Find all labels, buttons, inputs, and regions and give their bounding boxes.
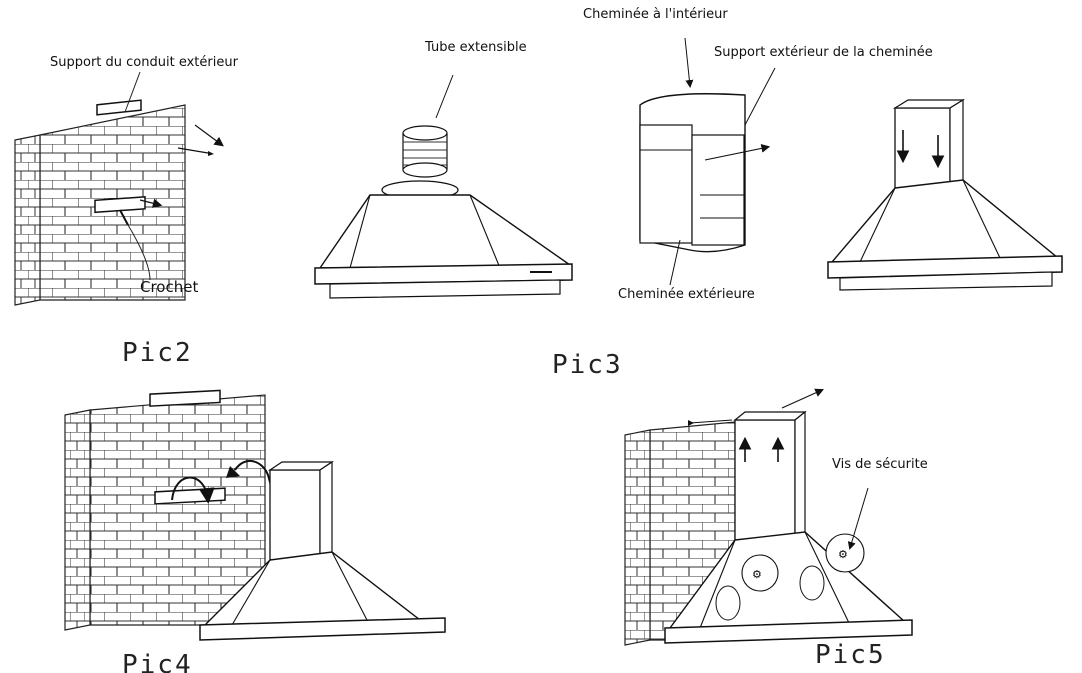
pic2-hood-drawing bbox=[314, 74, 573, 299]
label-cheminee-exterieure: Cheminée extérieure bbox=[618, 287, 755, 302]
pic3-chimney-drawing bbox=[639, 37, 776, 286]
pic5-drawing: ⚙ ⚙ bbox=[624, 388, 913, 646]
label-tube-extensible: Tube extensible bbox=[425, 40, 527, 55]
svg-text:⚙: ⚙ bbox=[838, 548, 848, 561]
caption-pic3: Pic3 bbox=[552, 350, 623, 380]
pic2-wall-drawing bbox=[14, 71, 224, 306]
label-support-conduit: Support du conduit extérieur bbox=[50, 55, 238, 70]
label-cheminee-interieur: Cheminée à l'intérieur bbox=[583, 7, 728, 22]
svg-text:⚙: ⚙ bbox=[752, 568, 762, 581]
label-crochet: Crochet bbox=[140, 278, 199, 296]
label-support-cheminee: Support extérieur de la cheminée bbox=[714, 45, 933, 60]
caption-pic2: Pic2 bbox=[122, 338, 193, 368]
label-vis-securite: Vis de sécurite bbox=[832, 457, 928, 472]
pic3-hood-drawing bbox=[827, 98, 1063, 291]
caption-pic5: Pic5 bbox=[815, 640, 886, 670]
caption-pic4: Pic4 bbox=[122, 650, 193, 673]
pic4-drawing bbox=[64, 389, 446, 641]
